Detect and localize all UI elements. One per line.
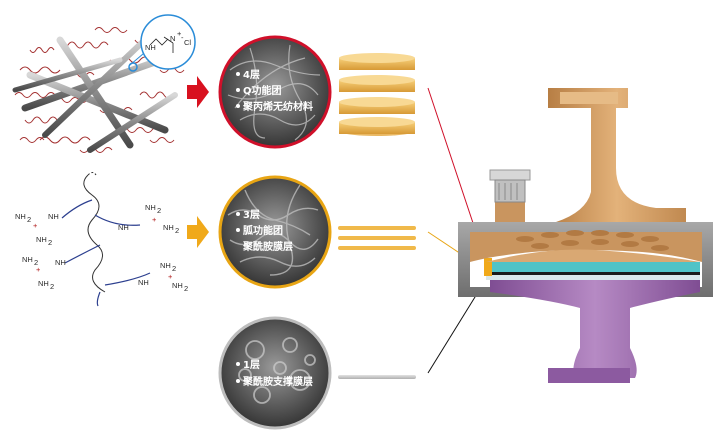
svg-text:NH: NH (38, 279, 49, 288)
sem-circle-layer-3 (218, 175, 332, 289)
svg-text:2: 2 (27, 215, 31, 224)
svg-text:2: 2 (157, 206, 161, 215)
guanidine-polymer-illustration: NH 2 + NH NH 2 NH 2 + NH NH 2 NH 2 + NH … (15, 172, 188, 307)
layer-1-count: 1层 (243, 359, 260, 371)
svg-text:NH: NH (55, 258, 66, 267)
arrow-layer-3-icon (187, 216, 209, 248)
svg-text:+: + (36, 265, 41, 274)
svg-text:2: 2 (50, 282, 54, 291)
svg-text:NH: NH (48, 212, 59, 221)
svg-text:NH: NH (145, 203, 156, 212)
quat-minus-label: - (181, 33, 184, 42)
guanidine-group-4: NH 2 + NH NH 2 (138, 261, 188, 293)
svg-text:+: + (168, 272, 173, 281)
guanidine-group-2: NH 2 + NH NH 2 (118, 203, 179, 235)
layer-4-material: 聚丙烯无纺材料 (242, 100, 313, 113)
layer-4-label-list: 4层 Q功能团 聚丙烯无纺材料 (236, 69, 313, 113)
layer-4-group: Q功能团 (243, 84, 282, 97)
sem-circle-layer-1 (218, 316, 332, 430)
quat-group-bubble (140, 14, 196, 70)
layer-3-material: 聚酰胺膜层 (242, 240, 293, 253)
filter-capsule (458, 88, 713, 383)
layer-1-material: 聚酰胺支撑膜层 (242, 375, 313, 388)
layer-4-count: 4层 (243, 69, 260, 81)
layer-3-label-list: 3层 胍功能团 聚酰胺膜层 (236, 209, 293, 253)
svg-text:NH: NH (138, 278, 149, 287)
arrow-layer-4-icon (187, 76, 209, 108)
quat-cl-label: Cl (184, 38, 191, 47)
svg-text:NH: NH (163, 223, 174, 232)
svg-text:2: 2 (184, 284, 188, 293)
svg-text:NH: NH (118, 223, 129, 232)
svg-text:2: 2 (34, 258, 38, 267)
disc-stack-layer-1 (338, 375, 416, 379)
svg-text:2: 2 (172, 264, 176, 273)
layer-1-label-list: 1层 聚酰胺支撑膜层 (236, 359, 313, 388)
quat-plus-label: + (177, 29, 182, 38)
svg-text:2: 2 (48, 238, 52, 247)
svg-text:2: 2 (175, 226, 179, 235)
svg-text:+: + (152, 215, 157, 224)
svg-text:NH: NH (22, 255, 33, 264)
svg-text:NH: NH (36, 235, 47, 244)
disc-stack-layer-3 (338, 226, 416, 250)
svg-text:NH: NH (160, 261, 171, 270)
disc-stack-layer-4 (339, 53, 415, 136)
svg-text:NH: NH (172, 281, 183, 290)
layer-3-count: 3层 (243, 209, 260, 221)
svg-text:+: + (33, 221, 38, 230)
guanidine-group-1: NH 2 + NH NH 2 (15, 212, 59, 247)
svg-text:NH: NH (15, 212, 26, 221)
layer-3-group: 胍功能团 (243, 224, 283, 237)
quat-n-label: N (170, 34, 175, 43)
quat-nh-label: NH (145, 43, 156, 52)
sem-circle-layer-4 (218, 35, 332, 149)
guanidine-group-3: NH 2 + NH NH 2 (22, 255, 66, 291)
nonwoven-fiber-illustration: NH N + Cl - (12, 14, 196, 153)
